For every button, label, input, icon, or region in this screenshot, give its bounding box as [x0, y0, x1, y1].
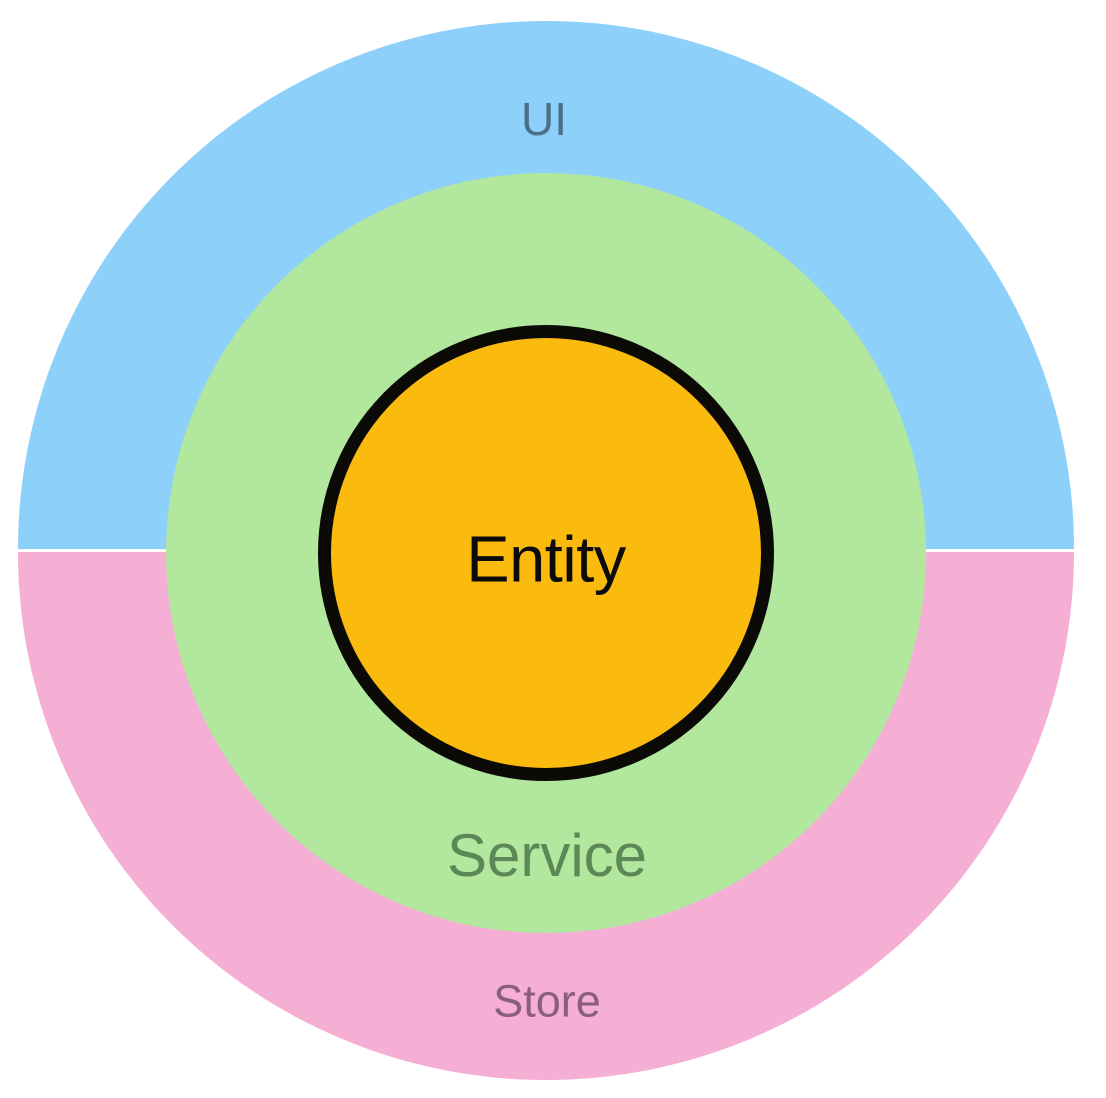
store-layer-label: Store — [493, 975, 601, 1027]
service-layer-label: Service — [446, 822, 648, 889]
entity-layer-label: Entity — [466, 522, 626, 596]
ui-layer-label: UI — [521, 93, 567, 145]
